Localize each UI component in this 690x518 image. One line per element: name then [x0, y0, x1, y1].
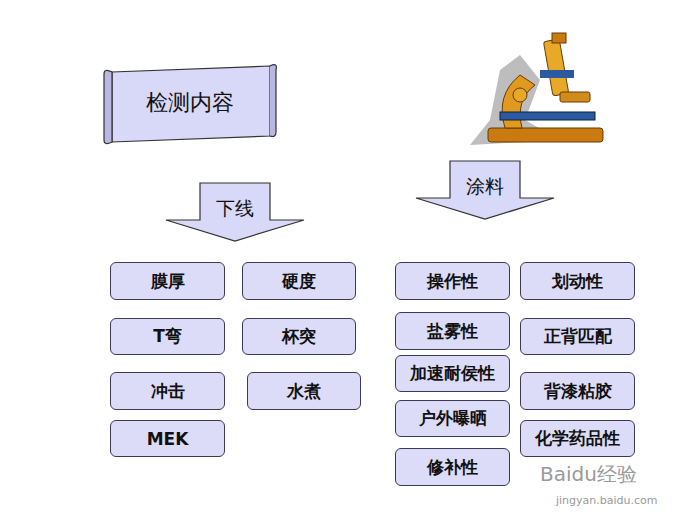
item-box: 盐雾性 — [395, 312, 510, 350]
item-box: 划动性 — [520, 262, 635, 300]
node-text: 盐雾性 — [427, 320, 478, 343]
item-box: 水煮 — [247, 372, 361, 410]
item-box: 操作性 — [395, 262, 510, 300]
item-box: 修补性 — [395, 448, 510, 486]
item-box: T弯 — [110, 318, 225, 355]
microscope — [470, 33, 603, 145]
item-box: 杯突 — [242, 318, 356, 355]
node-text: 膜厚 — [151, 270, 185, 293]
watermark: Baidu经验 — [540, 461, 637, 488]
node-text: 硬度 — [282, 270, 316, 293]
node-text: 划动性 — [552, 270, 603, 293]
node-text: 化学药品性 — [535, 427, 620, 450]
item-box: 背漆粘胶 — [520, 372, 635, 410]
item-box: 户外曝晒 — [395, 400, 510, 437]
item-box: MEK — [110, 420, 225, 457]
item-box: 加速耐侯性 — [395, 355, 510, 392]
node-text: 涂料 — [466, 174, 504, 200]
watermark: jingyan.baidu.com — [556, 494, 658, 507]
node-text: 冲击 — [151, 380, 185, 403]
node-text: MEK — [147, 429, 189, 449]
node-text: 户外曝晒 — [419, 407, 487, 430]
title-text: 检测内容 — [120, 88, 260, 118]
item-box: 化学药品性 — [520, 420, 635, 457]
item-box: 冲击 — [110, 372, 225, 410]
node-text: 背漆粘胶 — [544, 380, 612, 403]
node-text: 加速耐侯性 — [410, 362, 495, 385]
node-text: 水煮 — [287, 380, 321, 403]
node-text: 操作性 — [427, 270, 478, 293]
item-box: 硬度 — [242, 262, 356, 300]
node-text: 修补性 — [427, 456, 478, 479]
item-box: 正背匹配 — [520, 318, 635, 355]
node-text: 杯突 — [282, 325, 316, 348]
item-box: 膜厚 — [110, 262, 225, 300]
block-arrow: 下线 — [165, 182, 305, 242]
title-scroll — [104, 65, 276, 144]
node-text: T弯 — [153, 325, 182, 348]
node-text: 下线 — [216, 196, 254, 222]
block-arrow: 涂料 — [415, 160, 555, 220]
node-text: 正背匹配 — [544, 325, 612, 348]
